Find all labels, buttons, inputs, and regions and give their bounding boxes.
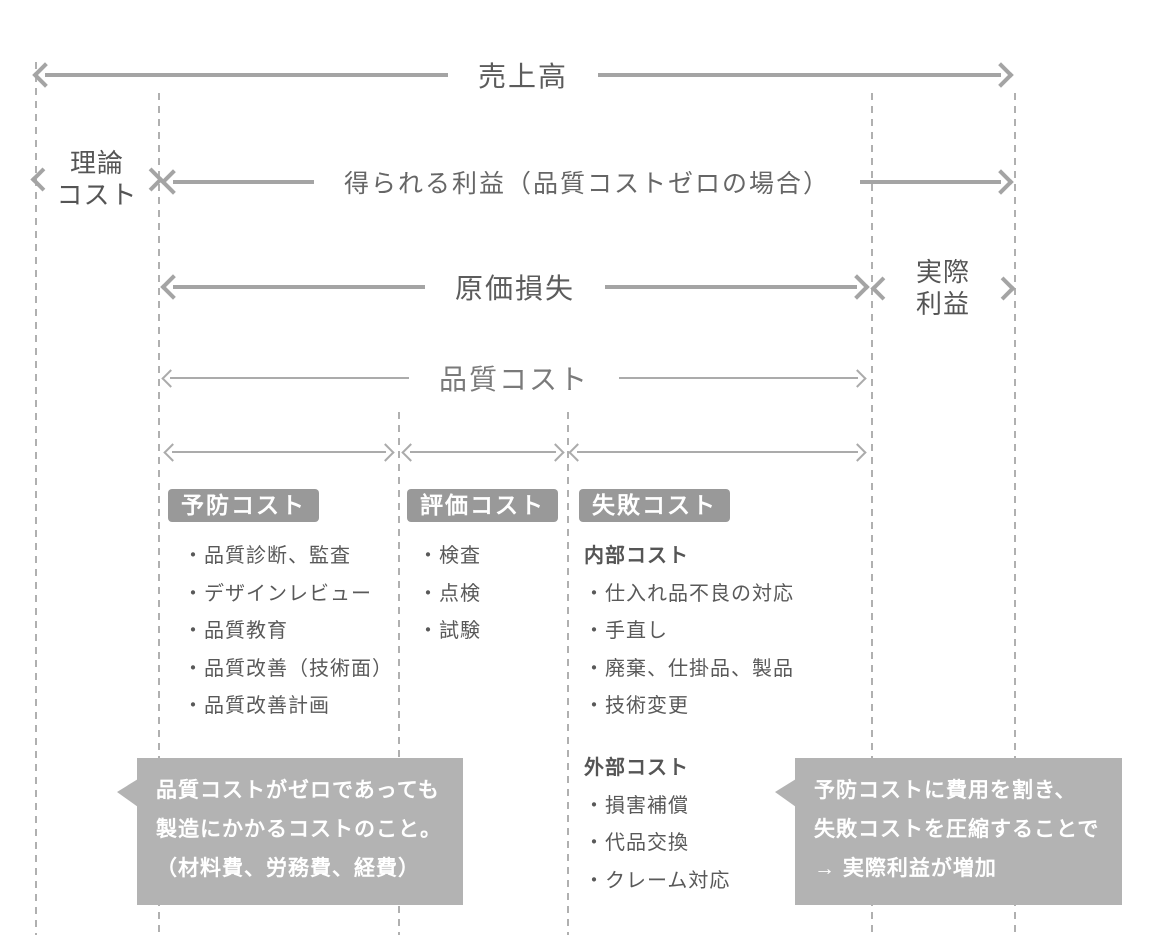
callout-pointer-icon: [117, 779, 138, 807]
profit-callout: 予防コストに費用を割き、 失敗コストを圧縮することで → 実際利益が増加: [775, 758, 1122, 905]
list-item: ・クレーム対応: [584, 869, 731, 892]
sales-label: 売上高: [478, 61, 569, 92]
prevention-list: ・品質診断、監査 ・デザインレビュー ・品質教育 ・品質改善（技術面） ・品質改…: [183, 538, 393, 726]
obtainable-profit-arrow: 得られる利益（品質コストゼロの場合）: [160, 167, 1014, 198]
external-cost-heading: 外部コスト: [584, 756, 689, 779]
list-item: ・点検: [418, 582, 481, 605]
arrow-shaft: [605, 285, 858, 289]
prevention-badge: 予防コスト: [168, 489, 319, 522]
cost-loss-arrow: 原価損失: [160, 272, 870, 304]
failure-list: 内部コスト ・仕入れ品不良の対応 ・手直し ・廃棄、仕掛品、製品 ・技術変更 外…: [584, 538, 794, 900]
chevron-left-icon: [161, 368, 180, 388]
list-item: ・試験: [418, 620, 481, 643]
theoretical-cost-label: 理論 コスト: [56, 147, 137, 211]
arrow-shaft: [173, 285, 425, 289]
list-item: ・手直し: [584, 620, 668, 643]
chevron-right-icon: [546, 442, 565, 462]
obtainable-profit-label: 得られる利益（品質コストゼロの場合）: [344, 170, 831, 198]
arrow-shaft: [598, 73, 1002, 77]
list-item: ・検査: [418, 545, 481, 567]
arrow-shaft: [577, 451, 858, 453]
list-item: ・デザインレビュー: [183, 582, 372, 605]
prevention-span-arrow: [163, 437, 395, 467]
list-item: ・仕入れ品不良の対応: [584, 582, 794, 605]
chevron-left-icon: [163, 442, 182, 462]
dashed-guide-line: [398, 412, 400, 935]
dashed-guide-line: [871, 93, 873, 935]
dashed-guide-line: [35, 62, 37, 935]
arrow-shaft: [860, 180, 1002, 184]
chevron-left-icon: [401, 442, 420, 462]
quality-cost-callout: 品質コストがゼロであっても 製造にかかるコストのこと。 （材料費、労務費、経費）: [117, 758, 463, 905]
actual-profit-line1: 実際: [915, 257, 970, 287]
chevron-left-icon: [870, 275, 895, 301]
chevron-left-icon: [568, 442, 587, 462]
internal-cost-heading: 内部コスト: [584, 545, 689, 567]
arrow-shaft: [173, 180, 314, 184]
sales-arrow: 売上高: [32, 60, 1014, 92]
dashed-guide-line: [158, 93, 160, 935]
chevron-right-icon: [139, 166, 164, 192]
list-item: ・品質改善（技術面）: [183, 657, 393, 680]
callout-line: 予防コストに費用を割き、: [814, 779, 1077, 802]
chevron-right-icon: [848, 442, 867, 462]
theoretical-cost-range: 理論 コスト: [30, 145, 164, 213]
failure-span-arrow: [568, 437, 867, 467]
arrow-shaft: [619, 377, 859, 379]
callout-line: （材料費、労務費、経費）: [156, 857, 420, 880]
actual-profit-label: 実際 利益: [916, 256, 970, 320]
list-item: ・品質教育: [183, 620, 288, 643]
list-item: ・品質診断、監査: [183, 545, 351, 567]
arrow-shaft: [410, 451, 556, 453]
actual-profit-range: 実際 利益: [870, 254, 1016, 322]
arrow-shaft: [45, 73, 448, 77]
dashed-guide-line: [1014, 93, 1016, 935]
failure-badge: 失敗コスト: [579, 489, 730, 522]
quality-cost-label: 品質コスト: [439, 364, 590, 395]
appraisal-span-arrow: [401, 437, 565, 467]
list-item: ・廃棄、仕掛品、製品: [584, 657, 794, 680]
chevron-left-icon: [30, 166, 55, 192]
arrow-shaft: [170, 377, 409, 379]
callout-line: 製造にかかるコストのこと。: [156, 818, 442, 841]
chevron-right-icon: [844, 274, 870, 300]
chevron-left-icon: [160, 169, 186, 195]
list-item: ・品質改善計画: [183, 695, 330, 718]
callout-pointer-icon: [775, 779, 796, 807]
quality-cost-arrow: 品質コスト: [161, 363, 867, 395]
arrow-shaft: [172, 451, 386, 453]
callout-line: 失敗コストを圧縮することで: [814, 818, 1100, 841]
chevron-right-icon: [376, 442, 395, 462]
appraisal-badge: 評価コスト: [407, 489, 558, 522]
chevron-left-icon: [160, 274, 186, 300]
appraisal-list: ・検査 ・点検 ・試験: [418, 538, 481, 651]
theoretical-cost-line1: 理論: [69, 148, 124, 178]
callout-line: → 実際利益が増加: [814, 857, 997, 880]
callout-line: 品質コストがゼロであっても: [156, 779, 440, 802]
theoretical-cost-line2: コスト: [56, 180, 138, 210]
dashed-guide-line: [567, 412, 569, 935]
chevron-right-icon: [988, 169, 1014, 195]
chevron-right-icon: [991, 275, 1016, 301]
list-item: ・代品交換: [584, 832, 689, 855]
actual-profit-line2: 利益: [915, 289, 970, 319]
cost-loss-label: 原価損失: [455, 273, 576, 304]
chevron-right-icon: [848, 368, 867, 388]
chevron-left-icon: [32, 62, 58, 88]
list-item: ・損害補償: [584, 794, 689, 817]
chevron-right-icon: [988, 62, 1014, 88]
list-item: ・技術変更: [584, 695, 689, 718]
